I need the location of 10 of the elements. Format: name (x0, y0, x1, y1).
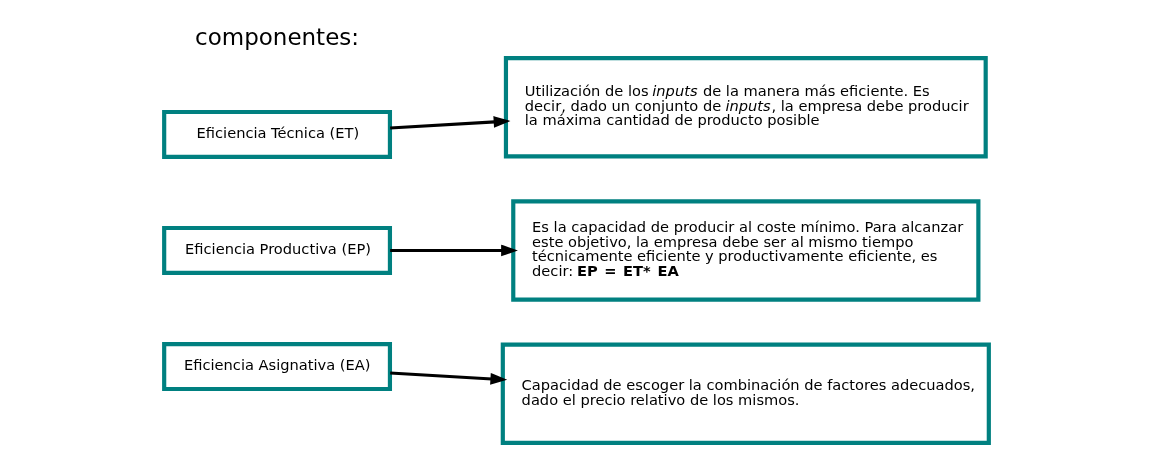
node-box: Eficiencia Asignativa (EA) (161, 341, 392, 392)
node-box: Capacidad de escoger la combinación de factores adecuados, dado el precio relativo de los mismos. (500, 342, 991, 445)
node-box: Utilización de los inputs de la manera más eficiente. Es decir, dado un conjunto de inputs, la empresa debe producir la máxima cantidad de producto posible (503, 56, 988, 159)
node-box: Es la capacidad de producir al coste mínimo. Para alcanzar este objetivo, la empresa debe ser al mismo tiempo técnicamente eficiente y productivamente eficiente, es decir: EP = ET* EA (510, 199, 980, 302)
node-box: Eficiencia Productiva (EP) (161, 225, 392, 276)
label: componentes: (194, 24, 359, 51)
arrow (389, 371, 507, 385)
arrow (389, 244, 518, 257)
node-box: Eficiencia Técnica (ET) (161, 109, 392, 160)
arrow (389, 116, 510, 130)
